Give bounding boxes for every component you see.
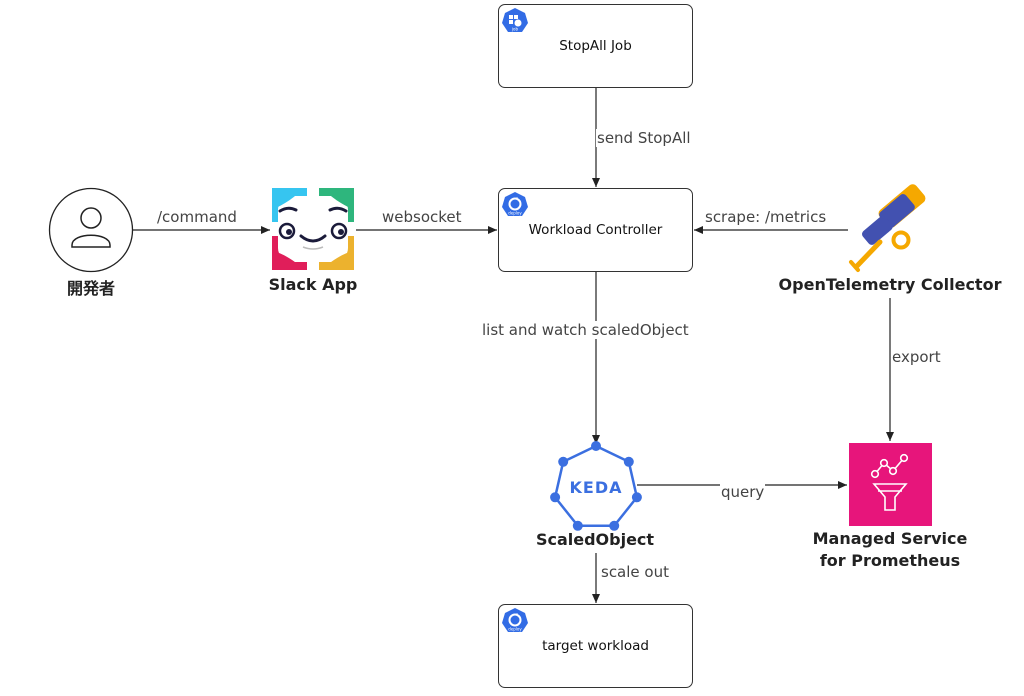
edge-label-query: query bbox=[720, 483, 766, 501]
keda-vertex-dot bbox=[550, 492, 561, 503]
svg-text:deploy: deploy bbox=[508, 627, 522, 632]
edge-label-list-watch: list and watch scaledObject bbox=[481, 321, 690, 339]
slack-app-logo bbox=[272, 188, 354, 270]
stopall-job-label: StopAll Job bbox=[559, 38, 632, 54]
prometheus-label-line2: for Prometheus bbox=[819, 551, 961, 570]
keda-vertex-dot bbox=[623, 456, 634, 467]
keda-vertex-dot bbox=[558, 456, 569, 467]
k8s-job-icon: job bbox=[502, 8, 528, 32]
keda-logo-text: KEDA bbox=[570, 478, 623, 497]
stopall-job-box[interactable]: job StopAll Job bbox=[498, 4, 693, 88]
prometheus-service-icon bbox=[849, 443, 932, 526]
k8s-deploy-icon: deploy bbox=[502, 608, 528, 632]
edge-label-send-stopall: send StopAll bbox=[596, 129, 692, 147]
keda-vertex-dot bbox=[631, 492, 642, 503]
edge-label-scale-out: scale out bbox=[600, 563, 670, 581]
edge-label-scrape: scrape: /metrics bbox=[704, 208, 828, 226]
otel-collector-label: OpenTelemetry Collector bbox=[778, 275, 1002, 294]
target-workload-box[interactable]: deploy target workload bbox=[498, 604, 693, 688]
developer-label: 開発者 bbox=[66, 279, 115, 298]
workload-controller-label: Workload Controller bbox=[528, 222, 663, 238]
edge-label-command: /command bbox=[156, 208, 238, 226]
keda-icon: KEDA bbox=[550, 441, 642, 531]
workload-controller-box[interactable]: deploy Workload Controller bbox=[498, 188, 693, 272]
edge-label-export: export bbox=[891, 348, 942, 366]
opentelemetry-telescope-icon bbox=[849, 184, 926, 272]
keda-vertex-dot bbox=[591, 441, 601, 451]
svg-text:job: job bbox=[511, 27, 519, 32]
edge-label-websocket: websocket bbox=[381, 208, 463, 226]
scaled-object-label: ScaledObject bbox=[535, 530, 655, 549]
person-icon bbox=[48, 187, 134, 273]
k8s-deploy-icon: deploy bbox=[502, 192, 528, 216]
target-workload-label: target workload bbox=[542, 638, 649, 654]
svg-text:deploy: deploy bbox=[508, 211, 522, 216]
prometheus-label-line1: Managed Service bbox=[812, 529, 968, 548]
keda-vertex-dot bbox=[609, 520, 620, 531]
slack-app-label: Slack App bbox=[268, 275, 358, 294]
keda-vertex-dot bbox=[572, 520, 583, 531]
